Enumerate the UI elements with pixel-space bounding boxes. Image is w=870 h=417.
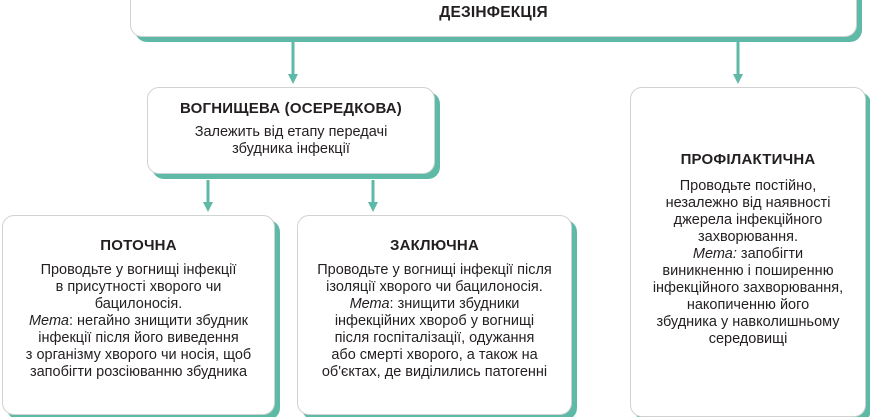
- disinfection-title: ДЕЗІНФЕКЦІЯ: [439, 4, 548, 21]
- prophylactic-title: ПРОФІЛАКТИЧНА: [680, 151, 816, 168]
- prophylactic-goal-line: Мета: запобігти: [631, 246, 865, 263]
- current-line: в присутності хворого чи: [55, 279, 222, 295]
- goal-label: Мета: [349, 296, 390, 312]
- current-description: Проводьте у вогнищі інфекції в присутнос…: [3, 262, 274, 381]
- prophylactic-line: збудника у навколишньому: [656, 314, 840, 330]
- goal-label: Мета:: [692, 246, 737, 262]
- disinfection-box: ДЕЗІНФЕКЦІЯ: [130, 0, 857, 37]
- current-box: ПОТОЧНА Проводьте у вогнищі інфекції в п…: [2, 215, 275, 415]
- goal-label: Мета: [28, 313, 69, 329]
- focal-line: збудника інфекції: [232, 141, 350, 157]
- focal-description: Залежить від етапу передачі збудника інф…: [148, 124, 434, 158]
- final-line: об'єктах, де виділились патогенні: [321, 364, 548, 380]
- current-line: інфекції після його виведення: [38, 330, 239, 346]
- goal-text: : негайно знищити збудник: [68, 313, 249, 329]
- final-title: ЗАКЛЮЧНА: [390, 237, 479, 254]
- current-line: бацилоносія.: [94, 296, 183, 312]
- focal-title: ВОГНИЩЕВА (ОСЕРЕДКОВА): [180, 100, 402, 117]
- connector-arrows: [203, 40, 743, 212]
- prophylactic-line: джерела інфекційного: [673, 212, 823, 228]
- final-line: інфекційних хвороб у вогнищі: [334, 313, 535, 329]
- focal-box: ВОГНИЩЕВА (ОСЕРЕДКОВА) Залежить від етап…: [147, 87, 435, 174]
- prophylactic-box: ПРОФІЛАКТИЧНА Проводьте постійно, незале…: [630, 87, 866, 417]
- current-line: запобігти розсіюванню збудника: [29, 364, 248, 380]
- prophylactic-line: захворювання.: [697, 229, 798, 245]
- final-line: ізоляції хворого чи бацилоносія.: [326, 279, 543, 295]
- final-line: Проводьте у вогнищі інфекції після: [317, 262, 552, 278]
- goal-text: запобігти: [736, 246, 804, 262]
- prophylactic-line: накопиченню його: [686, 297, 810, 313]
- final-goal-line: Мета: знищити збудники: [298, 296, 571, 313]
- prophylactic-line: інфекційного захворювання,: [652, 280, 844, 296]
- prophylactic-line: виникненню і поширенню: [662, 263, 834, 279]
- current-line: Проводьте у вогнищі інфекції: [40, 262, 237, 278]
- prophylactic-line: незалежно від наявності: [665, 195, 831, 211]
- prophylactic-line: Проводьте постійно,: [679, 178, 817, 194]
- current-title: ПОТОЧНА: [100, 237, 177, 254]
- current-line: з організму хворого чи носія, щоб: [25, 347, 252, 363]
- final-box: ЗАКЛЮЧНА Проводьте у вогнищі інфекції пі…: [297, 215, 572, 415]
- final-line: після госпіталізації, одужання: [334, 330, 535, 346]
- focal-line: Залежить від етапу передачі: [194, 124, 388, 140]
- current-goal-line: Мета: негайно знищити збудник: [3, 313, 274, 330]
- final-description: Проводьте у вогнищі інфекції після ізоля…: [298, 262, 571, 381]
- prophylactic-line: середовищі: [708, 331, 788, 347]
- final-line: або смерті хворого, а також на: [331, 347, 538, 363]
- prophylactic-description: Проводьте постійно, незалежно від наявно…: [631, 178, 865, 348]
- goal-text: : знищити збудники: [389, 296, 520, 312]
